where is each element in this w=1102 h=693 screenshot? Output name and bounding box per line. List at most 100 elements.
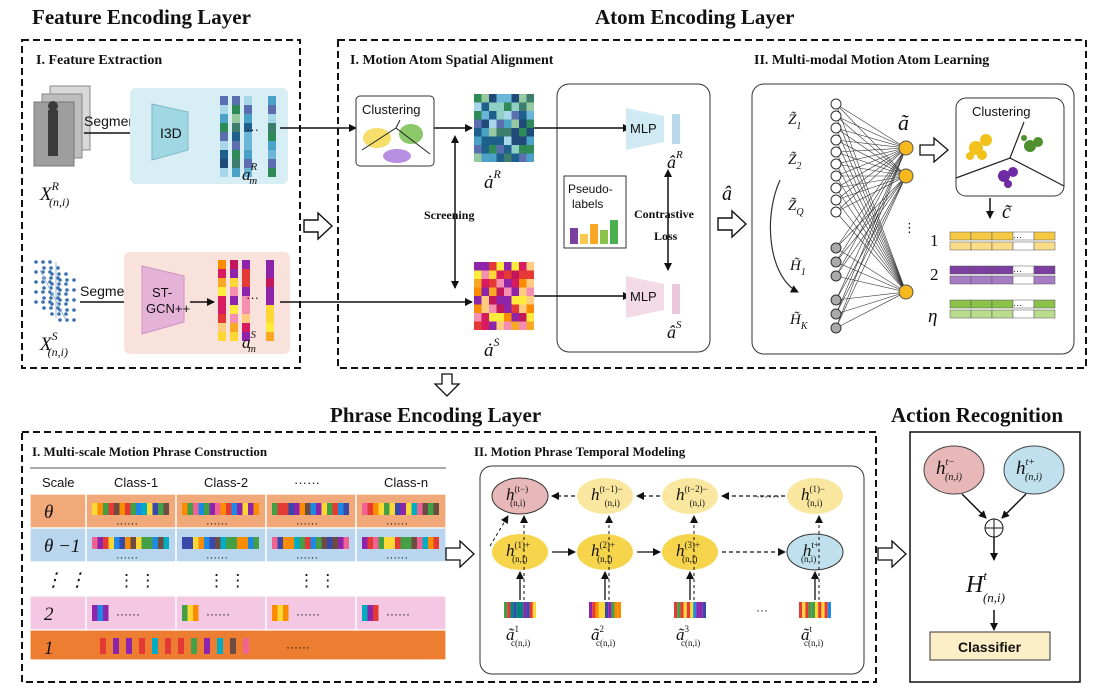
skeleton-joint	[42, 296, 46, 300]
phrase-strip-cell	[108, 503, 114, 515]
phrase-strip-cell	[187, 537, 193, 549]
input-strip-cell	[532, 602, 536, 618]
skeleton-joint	[57, 312, 61, 316]
skeleton-joint	[64, 292, 68, 296]
atom-grid-cell	[526, 119, 534, 128]
atom-output-node	[898, 284, 914, 300]
atom-grid-cell	[489, 313, 497, 322]
phrase-strip-cell	[400, 503, 406, 515]
atom-grid-cell	[504, 296, 512, 305]
h-bottom-node	[577, 534, 633, 570]
atom-grid-cell	[489, 136, 497, 145]
phrase-strip-cell	[198, 503, 204, 515]
phrase-strip-cell	[187, 503, 193, 515]
atom-grid-cell	[496, 296, 504, 305]
network-edge	[835, 175, 907, 277]
h-node	[830, 308, 842, 320]
pseudo-labels-line1: Pseudo-	[568, 182, 613, 196]
phrase-strip-cell	[97, 605, 103, 621]
feature-cell	[232, 96, 240, 105]
feature-cell	[218, 269, 226, 278]
feature-cell	[220, 132, 228, 141]
feature-cell	[230, 314, 238, 323]
codebook-cell	[1012, 275, 1035, 285]
phrase-strip-cell	[332, 503, 338, 515]
hollow-arrow-to-multimodal	[717, 209, 748, 239]
skeleton-joint	[49, 276, 53, 280]
codebook-dots: ···	[1013, 232, 1022, 242]
atom-grid-cell	[526, 102, 534, 111]
z-and-h-labels: Z̃1 Z̃2 Z̃Q H̃1 H̃K	[788, 112, 809, 332]
rgb-feature-dots: ···	[246, 122, 259, 137]
phrase-block	[204, 638, 210, 654]
phrase-strip-cell	[92, 605, 98, 621]
feature-cell	[266, 314, 274, 323]
phrase-strip-cell	[163, 537, 169, 549]
phrase-strip-cell	[272, 503, 278, 515]
codebook-cell	[1033, 299, 1056, 309]
phrase-strip-cell	[299, 537, 305, 549]
atom-grid-cell	[474, 145, 482, 154]
phrase-strip-cell	[428, 537, 434, 549]
z-to-h-curve	[769, 179, 799, 293]
phrase-strip-cell	[299, 503, 305, 515]
phrase-strip-cell	[226, 503, 232, 515]
input-strip-cell	[516, 602, 520, 618]
atom-grid-cell	[474, 279, 482, 288]
hollow-arrow-feature-to-atom	[303, 211, 334, 241]
phrase-strip-cell	[288, 537, 294, 549]
h-top-label: h(1)−(n,i)	[801, 484, 825, 508]
phrase-strip-cell	[182, 605, 188, 621]
atom-grid-cell	[519, 102, 527, 111]
codebook-cell	[1033, 241, 1056, 251]
atom-grid-cell	[489, 119, 497, 128]
network-edge	[835, 275, 907, 293]
feature-cell	[218, 323, 226, 332]
phrase-block	[152, 638, 158, 654]
phrase-strip-cell	[384, 503, 390, 515]
atom-grid-cell	[519, 119, 527, 128]
feature-cell	[232, 132, 240, 141]
pseudo-bar	[600, 230, 608, 244]
network-edge	[835, 103, 907, 149]
codebook-cell	[1033, 231, 1056, 241]
phrase-section2-title: II. Motion Phrase Temporal Modeling	[474, 444, 686, 459]
feature-cell	[232, 114, 240, 123]
input-strip-cell	[510, 602, 514, 618]
phrase-strip-cell	[283, 503, 289, 515]
input-strip-cell	[595, 602, 599, 618]
atom-grid-cell	[496, 111, 504, 120]
h-top-node	[787, 478, 843, 514]
skeleton-joint	[57, 292, 61, 296]
phrase-strip-cell	[215, 537, 221, 549]
phrase-strip-cell	[163, 503, 169, 515]
phrase-section1-title: I. Multi-scale Motion Phrase Constructio…	[32, 444, 268, 459]
atom-grid-cell	[474, 136, 482, 145]
phrase-strip-cell	[253, 537, 259, 549]
phrase-strip-cell	[209, 503, 215, 515]
atom-grid-cell	[481, 304, 489, 313]
phrase-strip-cell	[400, 537, 406, 549]
phrase-strip-cell	[130, 537, 136, 549]
input-strip-cell	[808, 602, 812, 618]
atom-grid-cell	[496, 321, 504, 330]
z-node	[830, 182, 842, 194]
cluster-green-small	[399, 124, 423, 144]
network-edge	[835, 147, 907, 153]
atom-grid-cell	[489, 270, 497, 279]
phrase-strip-cell	[316, 537, 322, 549]
feature-cell	[220, 168, 228, 177]
h-top-node	[491, 477, 549, 515]
z-node	[830, 206, 842, 218]
pseudo-labels-line2: labels	[572, 197, 603, 211]
input-strip-cell	[818, 602, 822, 618]
i3d-label: I3D	[160, 125, 182, 141]
feature-cell	[232, 159, 240, 168]
input-strip-cell	[614, 602, 618, 618]
classifier-label: Classifier	[958, 639, 1022, 655]
network-edge	[835, 175, 907, 329]
i3d-encoder-shape	[151, 103, 189, 161]
input-strip-cell	[824, 602, 828, 618]
rgb-video-frames	[33, 85, 91, 167]
